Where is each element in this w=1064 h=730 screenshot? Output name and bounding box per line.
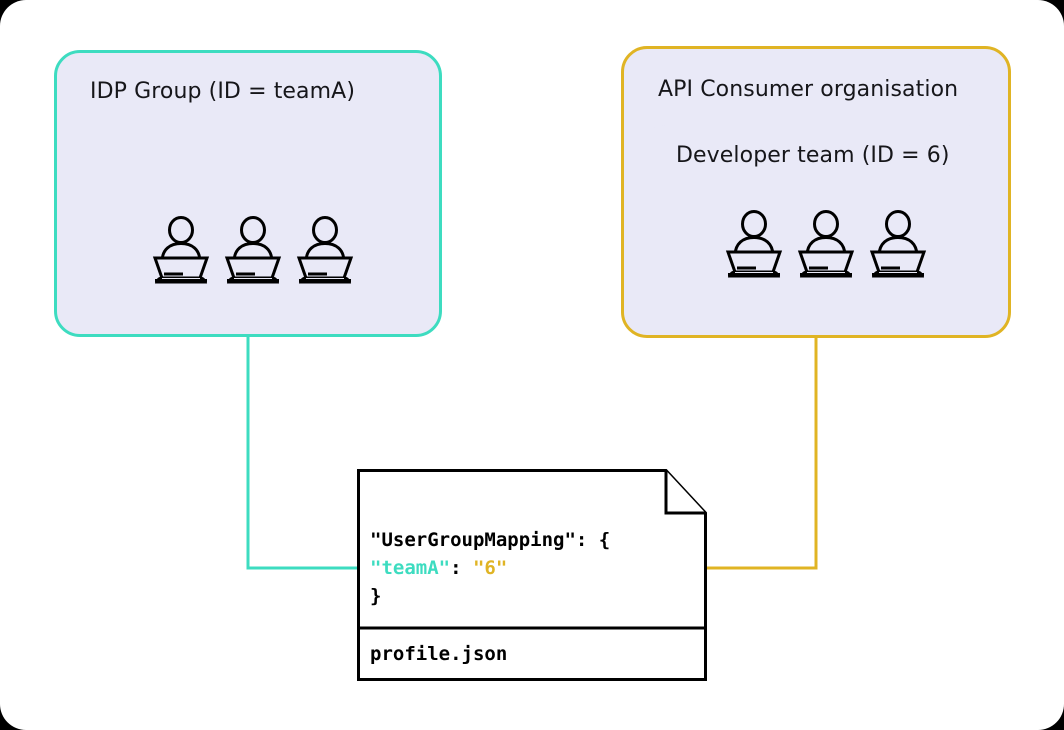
person-at-laptop-icon <box>869 210 927 278</box>
person-at-laptop-icon <box>296 216 354 284</box>
json-line-root-close: } <box>370 585 382 607</box>
json-line-root-open: "UserGroupMapping": { <box>370 529 611 551</box>
person-at-laptop-icon <box>152 216 210 284</box>
idp-group-title: IDP Group (ID = teamA) <box>90 79 355 104</box>
profile-json-document-card: "UserGroupMapping": { "teamA": "6" } pro… <box>357 469 707 681</box>
document-card-filename: profile.json <box>370 643 508 665</box>
api-consumer-org-box: API Consumer organisation Developer team… <box>621 46 1011 338</box>
document-card-shape <box>357 469 707 681</box>
document-card-json-body: "UserGroupMapping": { "teamA": "6" } <box>370 526 694 610</box>
developer-team-box: Developer team (ID = 6) <box>643 125 991 304</box>
person-at-laptop-icon <box>224 216 282 284</box>
developer-team-title: Developer team (ID = 6) <box>676 143 950 168</box>
person-at-laptop-icon <box>797 210 855 278</box>
json-mapping-key: "teamA" <box>370 557 451 579</box>
json-colon-separator: : <box>450 557 473 579</box>
person-at-laptop-icon <box>725 210 783 278</box>
api-consumer-org-title: API Consumer organisation <box>658 77 959 102</box>
json-mapping-value: "6" <box>472 557 508 579</box>
developer-team-people <box>725 210 927 278</box>
idp-group-people <box>152 216 354 284</box>
idp-group-box: IDP Group (ID = teamA) <box>54 50 442 337</box>
